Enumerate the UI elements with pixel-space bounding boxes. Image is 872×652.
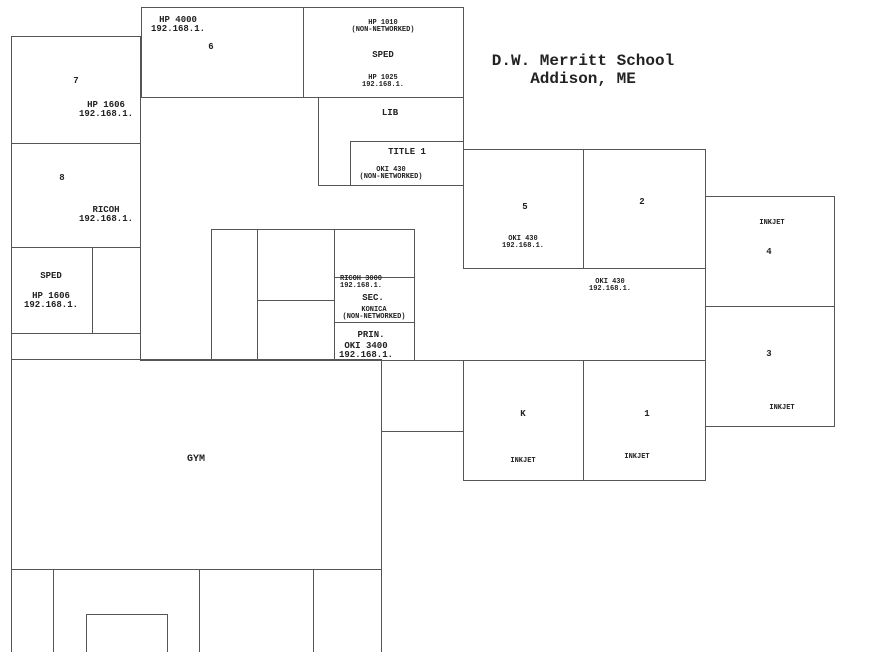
room-3-label: 3 [766, 349, 772, 359]
corridor-west [11, 333, 141, 360]
school-location: Addison, ME [530, 70, 636, 89]
lib-label: LIB [381, 108, 399, 118]
room-6-label: 6 [208, 42, 214, 52]
room-k-printer: INKJET [510, 457, 536, 465]
gym-label: GYM [186, 454, 206, 465]
room-8 [11, 143, 141, 248]
office-d [334, 229, 415, 278]
title1-printer: OKI 430(NON-NETWORKED) [359, 166, 423, 182]
sped-left-label: SPED [40, 271, 62, 281]
office-a [211, 229, 258, 361]
room-7 [11, 36, 141, 144]
room-1-label: 1 [644, 409, 650, 419]
room-closet [92, 247, 141, 334]
prin-label: PRIN. [357, 330, 385, 340]
sec-printer-2: KONICA(NON-NETWORKED) [342, 306, 406, 322]
room-bottom-d [313, 569, 382, 652]
room-4-label: 4 [766, 247, 772, 257]
room-2 [583, 149, 706, 269]
room-8-label: 8 [59, 173, 65, 183]
office-b [257, 229, 335, 301]
sped-top-label: SPED [372, 50, 394, 60]
sped-printer-1: HP 1010(NON-NETWORKED) [351, 19, 415, 35]
room-prin [334, 322, 415, 361]
room-7-label: 7 [73, 76, 79, 86]
room-1 [583, 360, 706, 481]
room-3-printer: INKJET [769, 404, 795, 412]
room-2-label: 2 [639, 197, 645, 207]
sec-label: SEC. [362, 293, 384, 303]
stage-box [86, 614, 168, 652]
school-name: D.W. Merritt School [491, 52, 675, 70]
title1-label: TITLE 1 [388, 147, 426, 157]
wall [140, 97, 141, 360]
room-4-printer: INKJET [759, 219, 785, 227]
vestibule [381, 360, 464, 432]
office-c [257, 300, 335, 361]
room-bottom-a [11, 569, 54, 652]
room-bottom-c [199, 569, 314, 652]
room-5-label: 5 [522, 202, 528, 212]
room-1-printer: INKJET [624, 453, 650, 461]
room-k-label: K [520, 409, 526, 419]
